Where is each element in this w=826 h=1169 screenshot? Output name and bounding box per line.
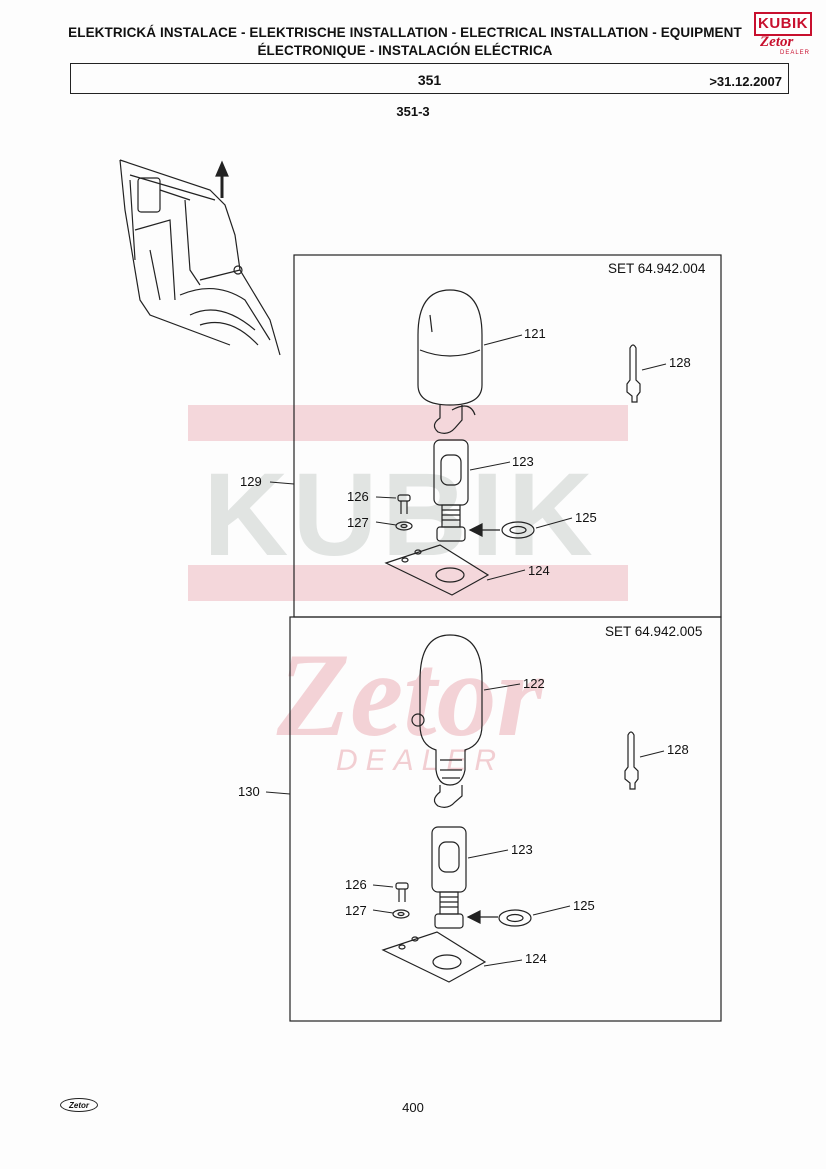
set-name-1: SET 64.942.004 <box>608 261 706 276</box>
section-header-box: 351 >31.12.2007 <box>70 63 789 94</box>
part-label-bolt: 126 <box>345 877 367 892</box>
part-label-holder: 123 <box>511 842 533 857</box>
panel-1-parts <box>384 289 641 596</box>
title-line-1: ELEKTRICKÁ INSTALACE - ELEKTRISCHE INSTA… <box>68 25 742 40</box>
part-label-washer: 127 <box>347 515 369 530</box>
kubik-logo-text: KUBIK <box>754 12 812 36</box>
watermark-bar-top <box>188 405 628 441</box>
set-ref-label: 129 <box>240 474 262 489</box>
panel-2-parts <box>381 634 639 983</box>
watermark-zetor-text: Zetor <box>276 628 545 761</box>
tractor-cab-sketch <box>119 159 281 356</box>
dealer-logo-text: DEALER <box>780 50 811 56</box>
part-label-plate: 124 <box>525 951 547 966</box>
watermark-bar-bottom <box>188 565 628 601</box>
section-number: 351 <box>417 72 442 88</box>
part-label-bolt: 126 <box>347 489 369 504</box>
part-label-lamp: 122 <box>523 676 545 691</box>
part-label-holder: 123 <box>512 454 534 469</box>
subsection-number: 351-3 <box>396 104 430 119</box>
watermark-dealer-text: DEALER <box>336 744 504 777</box>
part-label-plate: 124 <box>528 563 550 578</box>
set-panel-1 <box>293 254 722 618</box>
title-line-2: ÉLECTRONIQUE - INSTALACIÓN ELÉCTRICA <box>257 43 553 58</box>
validity-date: >31.12.2007 <box>709 74 782 89</box>
part-label-washer: 127 <box>345 903 367 918</box>
part-label-lamp: 121 <box>524 326 546 341</box>
set-name-2: SET 64.942.005 <box>605 624 703 639</box>
part-label-lock-washer: 125 <box>575 510 597 525</box>
footer-zetor-logo: Zetor <box>60 1098 98 1112</box>
leader-lines <box>265 334 667 967</box>
part-label-bulb: 128 <box>669 355 691 370</box>
zetor-logo-text: Zetor <box>760 34 794 50</box>
set-ref-label: 130 <box>238 784 260 799</box>
part-label-lock-washer: 125 <box>573 898 595 913</box>
set-panel-2 <box>289 616 722 1022</box>
page-title: ELEKTRICKÁ INSTALACE - ELEKTRISCHE INSTA… <box>60 24 750 60</box>
page-number: 400 <box>402 1100 424 1115</box>
kubik-zetor-logo: KUBIK Zetor DEALER <box>754 12 816 58</box>
part-label-bulb: 128 <box>667 742 689 757</box>
